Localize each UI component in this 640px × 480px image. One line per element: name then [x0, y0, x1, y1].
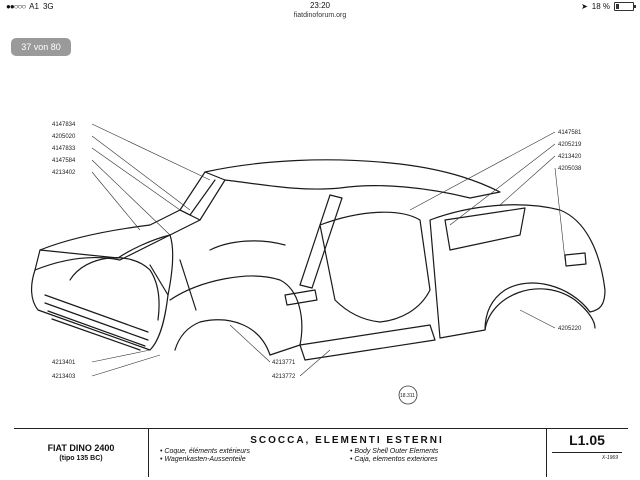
signal-icon: ●●○○○: [6, 2, 26, 11]
rear-vent: [564, 252, 587, 267]
translation-es: • Caja, elementos exteriores: [350, 456, 438, 463]
front-wheel-arch: [69, 257, 160, 321]
b-pillar: [299, 194, 343, 289]
location-icon: ➤: [581, 2, 588, 11]
sheet-code: L1.05: [569, 432, 605, 448]
front-wing: [34, 234, 174, 296]
battery-info: ➤ 18 %: [581, 2, 636, 11]
clock: 23:20: [309, 1, 331, 10]
document-viewer[interactable]: [0, 26, 640, 480]
car-body-drawing: 4147834 4205020 4147833 4147584 4213402 …: [31, 122, 606, 405]
translations: • Coque, éléments extérieurs • Body Shel…: [160, 448, 546, 463]
battery-icon: [614, 2, 636, 11]
front-fender: [39, 209, 201, 259]
part-label: 4213772: [272, 374, 296, 380]
battery-percent: 18 %: [591, 2, 610, 11]
part-label: 4205020: [52, 134, 76, 140]
status-bar: ●●○○○ A1 3G 23:20 ➤ 18 %: [0, 0, 640, 14]
part-label: 4213401: [52, 360, 76, 366]
part-label: 4213771: [272, 360, 296, 366]
part-label: 4205220: [558, 326, 582, 332]
part-label: 4147834: [52, 122, 76, 128]
part-label: 4213420: [558, 154, 582, 160]
model-type: (tipo 135 BC): [59, 455, 103, 462]
carrier-name: A1: [29, 2, 39, 11]
part-label: 4205038: [558, 166, 582, 172]
front-door-panel: [169, 275, 303, 356]
carrier-info: ●●○○○ A1 3G: [6, 2, 54, 11]
translation-en: • Body Shell Outer Elements: [350, 448, 439, 455]
rear-quarter-panel: [429, 204, 606, 339]
part-label: 4147833: [52, 146, 76, 152]
door-handle: [284, 289, 318, 306]
sheet-title: SCOCCA, ELEMENTI ESTERNI: [250, 435, 444, 446]
title-block: FIAT DINO 2400 (tipo 135 BC) SCOCCA, ELE…: [14, 428, 628, 477]
door-sill: [299, 324, 436, 361]
grille: [44, 294, 149, 351]
roof-panel: [204, 159, 501, 199]
model-name: FIAT DINO 2400: [47, 443, 115, 453]
sheet-date: X-1969: [601, 455, 618, 461]
part-label: 4147584: [52, 158, 76, 164]
front-nose: [31, 269, 169, 351]
part-label: 4213403: [52, 374, 76, 380]
part-label: 4205219: [558, 142, 582, 148]
page-indicator: 37 von 80: [11, 38, 71, 56]
translation-de: • Wagenkasten-Aussenteile: [160, 456, 246, 463]
model-cell: FIAT DINO 2400 (tipo 135 BC): [14, 429, 149, 477]
part-label: 4213402: [52, 170, 76, 176]
rear-door: [319, 211, 431, 323]
translation-fr: • Coque, éléments extérieurs: [160, 448, 250, 455]
network-type: 3G: [42, 2, 54, 11]
rear-wheel-arch: [484, 288, 596, 331]
title-cell: SCOCCA, ELEMENTI ESTERNI • Coque, élémen…: [148, 429, 547, 477]
address-bar[interactable]: fiatdinoforum.org: [293, 12, 347, 19]
part-label: 4147581: [558, 130, 582, 136]
drawing-stamp: 18.311: [400, 393, 415, 399]
rear-window: [444, 207, 526, 251]
code-cell: L1.05 X-1969: [546, 429, 628, 477]
